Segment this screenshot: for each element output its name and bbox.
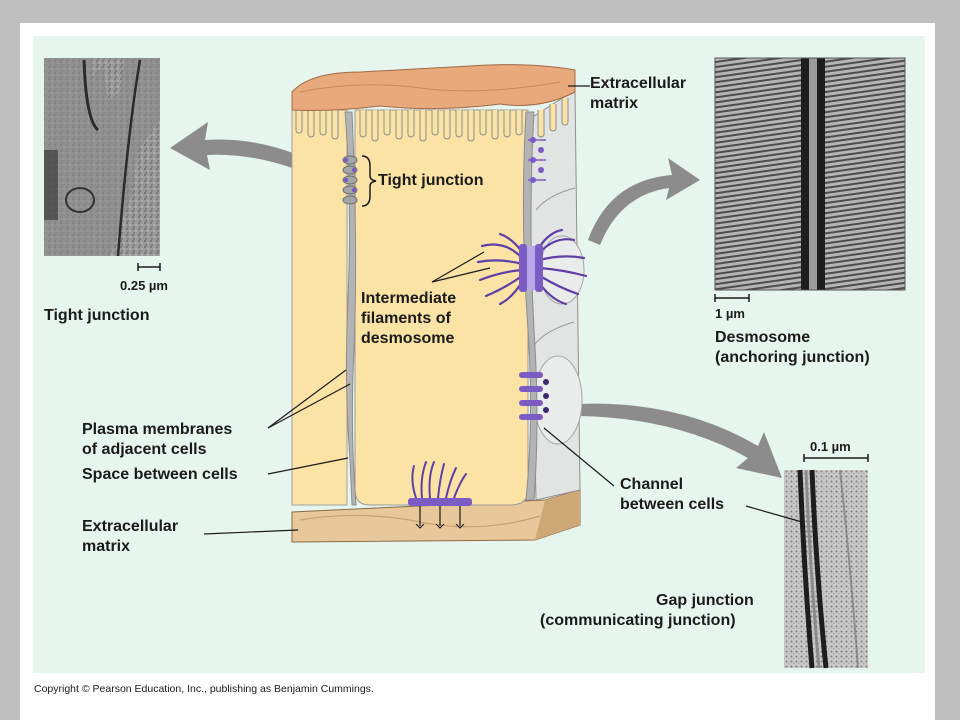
desmosome-scale-label: 1 µm — [715, 306, 745, 321]
desmosome-micrograph — [714, 57, 906, 291]
tight-junction-bracket — [361, 155, 377, 207]
gap-junction-micrograph — [784, 469, 868, 669]
gap-scale-label: 0.1 µm — [810, 439, 851, 454]
intermediate-label-line1: Intermediate — [361, 290, 457, 307]
ecm-top-label-line1: Extracellular — [590, 75, 687, 92]
gap-junction-channels — [519, 372, 549, 420]
arrow-to-desmosome-micrograph — [588, 158, 700, 245]
tight-junction-proteins — [343, 137, 544, 193]
ecm-bottom-label-line2: matrix — [82, 538, 131, 555]
right-cell — [527, 89, 585, 501]
tight-scale-label: 0.25 µm — [120, 278, 168, 293]
channel-label-line1: Channel — [620, 476, 684, 493]
copyright-notice: Copyright © Pearson Education, Inc., pub… — [34, 683, 374, 695]
tight-junction-micrograph — [44, 58, 160, 257]
desmosome-caption-line2: (anchoring junction) — [715, 349, 870, 366]
space-between-cells-label: Space between cells — [82, 466, 238, 483]
arrow-to-tight-micrograph — [170, 122, 340, 186]
intermediate-label-line3: desmosome — [361, 330, 455, 347]
tight-junction-caption: Tight junction — [44, 307, 150, 324]
ecm-bottom-label-line1: Extracellular — [82, 518, 179, 535]
plasma-membranes-label-line2: of adjacent cells — [82, 441, 207, 458]
gap-junction-caption-line2: (communicating junction) — [540, 612, 736, 629]
left-cell — [291, 109, 348, 506]
hemidesmosome — [408, 461, 472, 529]
microvilli — [295, 98, 569, 142]
channel-label-line2: between cells — [620, 496, 725, 513]
desmosome — [476, 228, 588, 306]
leader-lines — [203, 85, 803, 535]
intermediate-label-line2: filaments of — [361, 310, 451, 327]
intercellular-space-left — [344, 111, 357, 506]
gap-junction-caption-line1: Gap junction — [656, 592, 754, 609]
tight-junction-callout: Tight junction — [378, 172, 484, 189]
apical-matrix — [291, 64, 576, 111]
desmosome-caption-line1: Desmosome — [715, 329, 811, 346]
plasma-membranes-label-line1: Plasma membranes — [82, 421, 233, 438]
arrow-to-gap-micrograph — [578, 403, 782, 478]
ecm-top-label-line2: matrix — [590, 95, 639, 112]
